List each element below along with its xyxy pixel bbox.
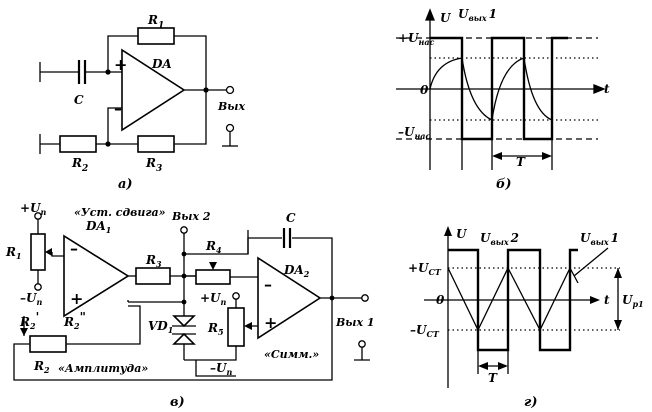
opamp-da2 [257, 256, 322, 340]
label-r5: R5 [207, 321, 224, 337]
label-t-axis: t [604, 82, 610, 96]
capacitor-voltage-wave [429, 57, 553, 121]
label-da2: DA2 [283, 263, 310, 279]
svg-text:–: – [114, 99, 122, 118]
resistor-r3 [135, 267, 171, 285]
caption-b: б) [496, 177, 512, 192]
resistor-r1 [137, 27, 175, 45]
svg-text:–: – [70, 239, 78, 258]
label-r3: R3 [145, 156, 162, 174]
potentiometer-r1 [30, 233, 46, 271]
label-vd1: VD1 [148, 319, 173, 335]
potentiometer-r2 [29, 335, 67, 353]
label-shift: «Уст. сдвига» [74, 206, 166, 219]
label-r2: R2 [33, 359, 50, 375]
potentiometer-r5 [227, 307, 245, 347]
label-output: Вых [217, 100, 245, 113]
label-r2: R2 [71, 156, 88, 174]
label-c: C [286, 211, 296, 225]
label-plus-ust: +UСТ [408, 261, 442, 277]
opamp-da [121, 48, 186, 132]
label-zero: 0 [436, 293, 445, 307]
potentiometer-r4 [195, 269, 231, 285]
circuit-a: + – R1 DA C R2 R3 Вых а) [39, 13, 245, 192]
resistor-r3 [137, 135, 175, 153]
triangle-wave-uout1 [447, 266, 579, 332]
label-r1: R1 [5, 245, 22, 261]
label-da1: DA1 [85, 219, 111, 235]
label-amplitude: «Амплитуда» [58, 362, 148, 375]
zener-vd1-upper [172, 315, 196, 328]
label-u-axis: U [440, 11, 452, 25]
label-r2-double: R2" [63, 310, 86, 331]
label-minus-usat: –Uнас [398, 125, 430, 141]
label-minus-ust: –UСТ [410, 323, 440, 339]
label-out2: Вых 2 [171, 210, 211, 223]
zener-vd1-lower [172, 332, 196, 345]
label-u-axis: U [456, 227, 468, 241]
resistor-r2 [59, 135, 97, 153]
label-plus-un2: +Uп [200, 291, 227, 307]
label-up1: Uр1 [622, 293, 644, 309]
label-period: T [516, 155, 526, 169]
label-da: DA [151, 57, 172, 71]
svg-text:–: – [264, 275, 272, 294]
caption-g: г) [524, 395, 537, 410]
square-wave-uout2 [448, 248, 578, 352]
svg-text:+: + [114, 55, 127, 74]
caption-v: в) [170, 395, 185, 410]
label-out1: Вых 1 [335, 316, 375, 329]
label-period: T [488, 371, 498, 385]
label-symm: «Симм.» [264, 348, 319, 361]
label-r4: R4 [205, 239, 222, 255]
opamp-da1 [63, 234, 130, 318]
label-plus-usat: +Uнас [398, 31, 435, 47]
label-t-axis: t [604, 293, 610, 307]
label-r3: R3 [145, 253, 162, 269]
caption-a: а) [118, 177, 133, 192]
svg-text:+: + [264, 313, 277, 332]
label-minus-un: –Uп [20, 291, 42, 307]
svg-text:+: + [70, 289, 83, 308]
label-r1: R1 [147, 13, 164, 31]
label-plus-un: +Uп [20, 201, 47, 217]
label-minus-un2: –Uп [210, 361, 232, 377]
label-zero: 0 [420, 83, 429, 97]
label-r2-prime: R2' [19, 310, 39, 331]
label-c: C [74, 93, 84, 107]
circuit-v: – + – + +Uп –Uп «Уст. сдвига» R1 DA1 R2'… [5, 201, 375, 410]
output-terminal [225, 85, 235, 95]
